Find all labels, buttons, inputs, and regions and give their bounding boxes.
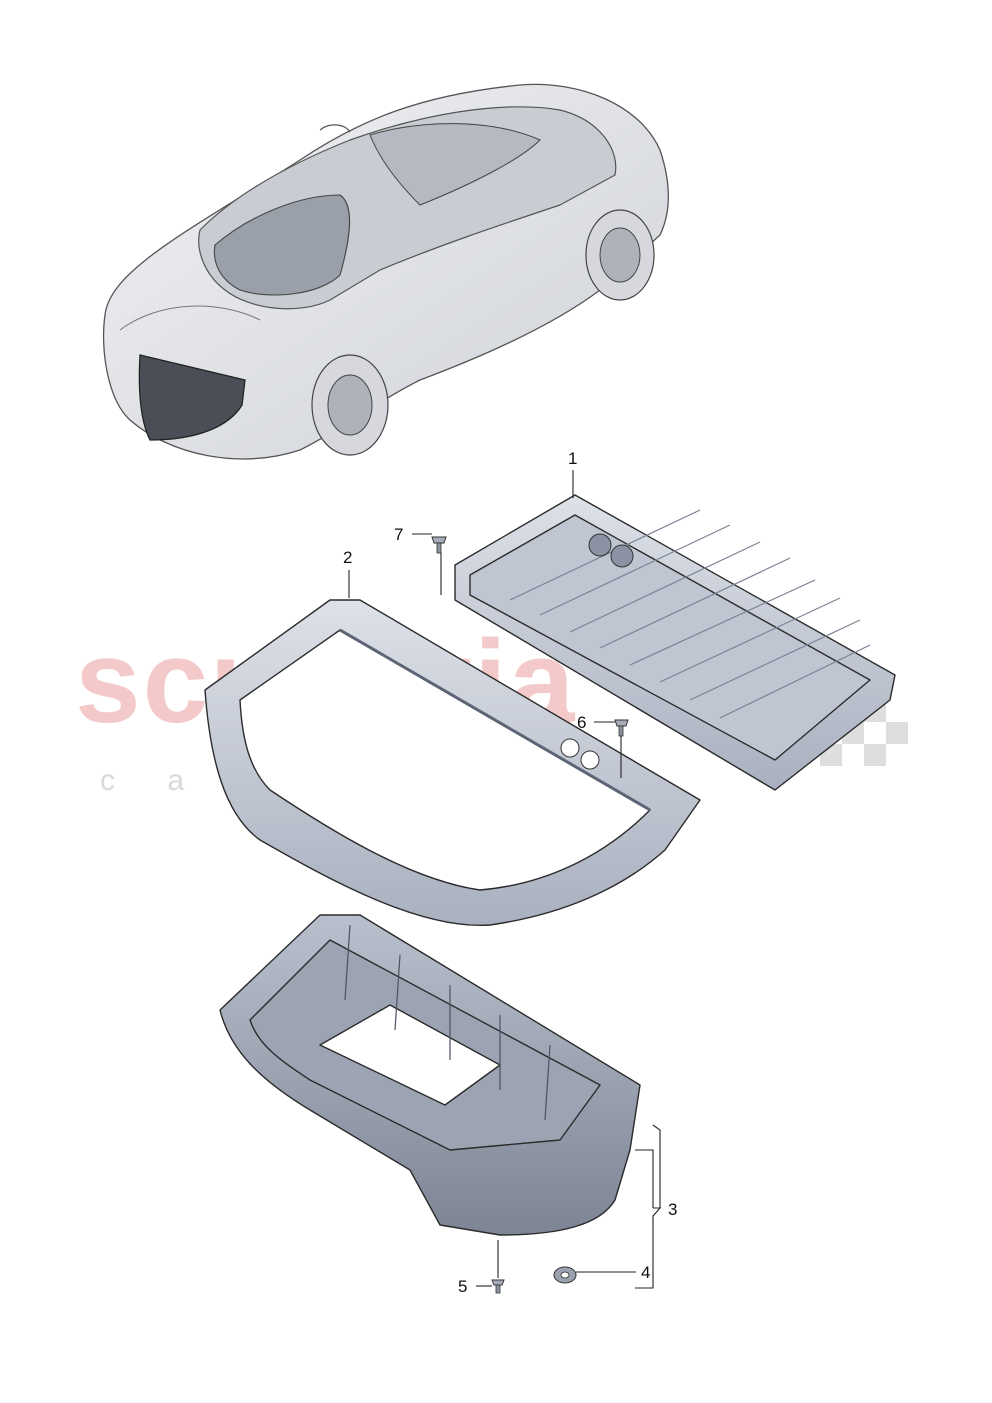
callout-2: 2 bbox=[343, 548, 352, 567]
part-3-storage-tub bbox=[219, 914, 641, 1236]
callout-3: 3 bbox=[668, 1200, 677, 1219]
part-2-frame bbox=[204, 599, 701, 927]
callout-1: 1 bbox=[568, 449, 577, 468]
fastener-6 bbox=[614, 719, 629, 737]
callout-6: 6 bbox=[577, 713, 586, 732]
nut-4 bbox=[553, 1266, 577, 1284]
fastener-5 bbox=[491, 1279, 505, 1294]
part-1-floor-panel bbox=[454, 494, 896, 791]
callout-7: 7 bbox=[394, 525, 403, 544]
leader-lines bbox=[348, 470, 662, 1289]
car-illustration bbox=[102, 83, 669, 460]
callout-5: 5 bbox=[458, 1277, 467, 1296]
callout-4: 4 bbox=[641, 1263, 650, 1282]
fastener-7 bbox=[431, 536, 447, 554]
